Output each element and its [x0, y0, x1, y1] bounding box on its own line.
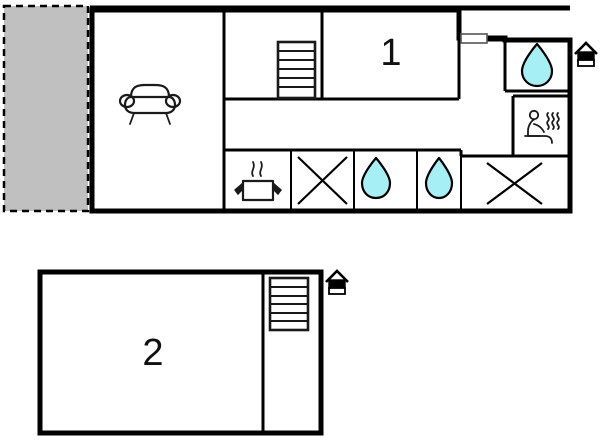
cross-line [297, 156, 348, 205]
water-drop-icon [424, 156, 454, 200]
water-drop-shape [520, 42, 554, 88]
stairs-icon [276, 40, 317, 100]
water-drop-shape [360, 156, 392, 200]
sofa-icon [118, 83, 182, 125]
sauna-icon [524, 109, 560, 144]
cross-icon [297, 156, 348, 205]
cooking-pot-icon [234, 161, 282, 202]
house-icon [574, 41, 598, 67]
stairs-icon [268, 276, 310, 332]
house-body-open [577, 59, 595, 67]
cross-line [486, 162, 543, 205]
water-drop-icon [520, 42, 554, 88]
water-drop-icon [360, 156, 392, 200]
room-label-bedroom-2: 2 [142, 332, 163, 374]
lower-floor-outline [37, 269, 324, 436]
floor-upper: 1 [2, 4, 598, 214]
room-label-bedroom-1: 1 [380, 32, 401, 74]
door-opening-box[interactable] [460, 33, 488, 44]
pot-handle-left [234, 181, 244, 196]
terrace-area [2, 4, 90, 213]
pot-handle-right [272, 181, 282, 196]
floor-lower: 2 [37, 269, 349, 436]
house-body-filled [577, 51, 595, 61]
house-body-open [328, 287, 346, 295]
door-opening[interactable] [460, 33, 488, 44]
water-drop-shape [424, 156, 454, 200]
house-icon [325, 269, 349, 295]
house-body-filled [328, 279, 346, 289]
pot-body [241, 179, 275, 202]
cross-icon [486, 162, 543, 205]
